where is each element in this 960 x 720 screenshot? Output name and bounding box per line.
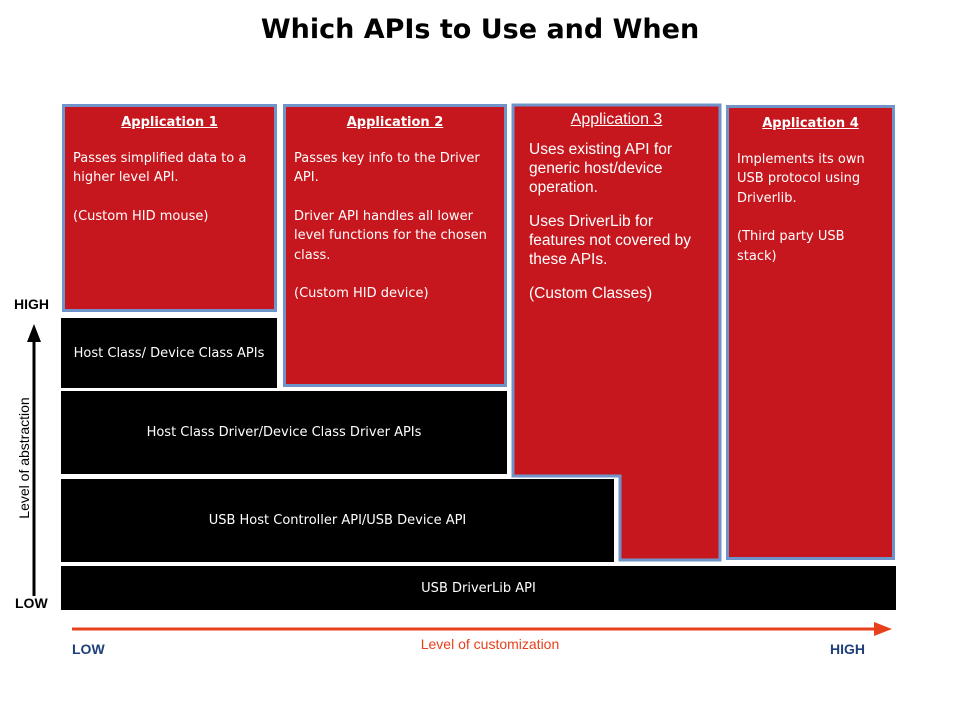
application-3-box: Application 3 Uses existing API for gene… bbox=[513, 105, 720, 355]
application-1-text: Passes simplified data to a higher level… bbox=[73, 150, 247, 186]
application-2-text: Passes key info to the Driver API. bbox=[294, 150, 480, 186]
class-api-layer: Host Class/ Device Class APIs bbox=[61, 318, 277, 388]
application-4-example: (Third party USB stack) bbox=[737, 229, 845, 264]
application-3-text: Uses existing API for generic host/devic… bbox=[529, 141, 673, 196]
application-3-example: (Custom Classes) bbox=[529, 285, 653, 302]
customization-axis-arrow bbox=[72, 622, 892, 636]
customization-axis-label: Level of customization bbox=[420, 636, 560, 652]
page-title: Which APIs to Use and When bbox=[260, 14, 700, 45]
application-2-example: (Custom HID device) bbox=[294, 286, 429, 301]
class-driver-api-layer: Host Class Driver/Device Class Driver AP… bbox=[61, 391, 507, 474]
application-4-box: Application 4 Implements its own USB pro… bbox=[726, 105, 895, 560]
application-1-example: (Custom HID mouse) bbox=[73, 208, 209, 224]
customization-low-label: LOW bbox=[72, 641, 105, 657]
application-3-heading: Application 3 bbox=[570, 111, 663, 128]
abstraction-high-label: HIGH bbox=[14, 296, 49, 312]
customization-high-label: HIGH bbox=[830, 641, 865, 657]
application-2-heading: Application 2 bbox=[346, 115, 444, 130]
application-4-text: Implements its own USB protocol using Dr… bbox=[737, 151, 865, 206]
application-3-detail: Uses DriverLib for features not covered … bbox=[529, 213, 691, 268]
application-1-heading: Application 1 bbox=[121, 115, 218, 130]
application-2-detail: Driver API handles all lower level funct… bbox=[294, 208, 487, 263]
abstraction-axis-arrow bbox=[27, 324, 41, 596]
controller-api-layer: USB Host Controller API/USB Device API bbox=[61, 479, 614, 562]
driverlib-api-layer: USB DriverLib API bbox=[61, 566, 896, 610]
abstraction-low-label: LOW bbox=[15, 595, 48, 611]
application-1-box: Application 1 Passes simplified data to … bbox=[62, 104, 277, 312]
application-4-heading: Application 4 bbox=[762, 116, 859, 131]
abstraction-axis-label: Level of abstraction bbox=[16, 397, 32, 519]
application-2-box: Application 2 Passes key info to the Dri… bbox=[283, 104, 507, 387]
